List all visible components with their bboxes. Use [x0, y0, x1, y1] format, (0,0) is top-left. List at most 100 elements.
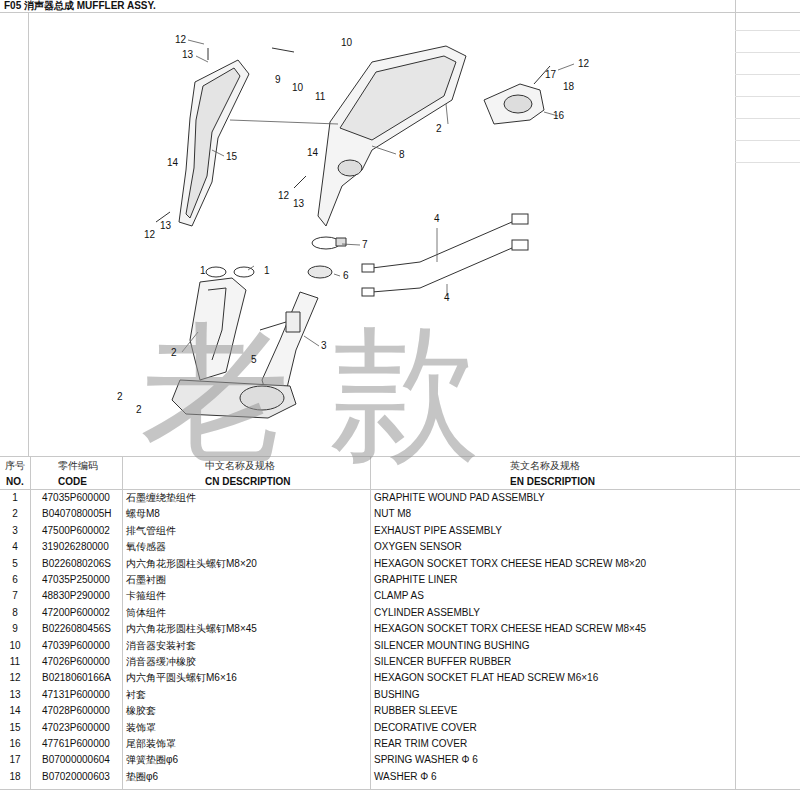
table-cell: 11 — [0, 657, 30, 667]
table-cell: 47035P600000 — [42, 493, 110, 503]
table-cell: REAR TRIM COVER — [374, 739, 467, 749]
table-cell: 内六角花形圆柱头螺钉M8×45 — [126, 624, 257, 634]
graphite-liner — [308, 266, 332, 278]
rear-trim-cover — [484, 84, 544, 124]
table-cell: 16 — [0, 739, 30, 749]
table-cell: 垫圈φ6 — [126, 772, 158, 782]
table-cell: EXHAUST PIPE ASSEMBLY — [374, 526, 502, 536]
table-cell: 47500P600002 — [42, 526, 110, 536]
callout-number: 2 — [436, 124, 442, 134]
table-cell: 2 — [0, 509, 30, 519]
table-cell: GRAPHITE LINER — [374, 575, 457, 585]
table-cell: B0226080206S — [42, 559, 111, 569]
callout-number: 4 — [444, 293, 450, 303]
table-cell: 4 — [0, 542, 30, 552]
table-cell: HEXAGON SOCKET FLAT HEAD SCREW M6×16 — [374, 673, 598, 683]
table-cell: 8 — [0, 608, 30, 618]
callout-number: 12 — [278, 191, 289, 201]
table-cell: 18 — [0, 772, 30, 782]
table-cell: GRAPHITE WOUND PAD ASSEMBLY — [374, 493, 545, 503]
callout-number: 13 — [160, 221, 171, 231]
page-title: F05 消声器总成 MUFFLER ASSY. — [4, 1, 156, 11]
callout-number: 4 — [434, 214, 440, 224]
callout-number: 2 — [136, 405, 142, 415]
table-cell: 石墨衬圈 — [126, 575, 166, 585]
table-cell: 7 — [0, 591, 30, 601]
table-cell: 47131P600000 — [42, 690, 110, 700]
table-header: NO. — [0, 477, 30, 487]
table-cell: BUSHING — [374, 690, 420, 700]
table-cell: SILENCER BUFFER RUBBER — [374, 657, 511, 667]
table-header: 序号 — [0, 461, 30, 471]
table-cell: HEXAGON SOCKET TORX CHEESE HEAD SCREW M8… — [374, 624, 646, 634]
table-header: EN DESCRIPTION — [510, 477, 595, 487]
callout-number: 13 — [182, 50, 193, 60]
table-cell: 尾部装饰罩 — [126, 739, 176, 749]
table-cell: 6 — [0, 575, 30, 585]
table-cell: 石墨缠绕垫组件 — [126, 493, 196, 503]
table-cell: 弹簧垫圈φ6 — [126, 755, 178, 765]
table-cell: SPRING WASHER Φ 6 — [374, 755, 478, 765]
table-cell: 螺母M8 — [126, 509, 160, 519]
table-cell: NUT M8 — [374, 509, 411, 519]
table-cell: 10 — [0, 641, 30, 651]
watermark: 老款 — [140, 318, 520, 468]
table-cell: B0218060166A — [42, 673, 111, 683]
table-cell: 17 — [0, 755, 30, 765]
table-cell: 13 — [0, 690, 30, 700]
table-cell: 消音器安装衬套 — [126, 641, 196, 651]
gasket — [206, 267, 226, 277]
table-cell: SILENCER MOUNTING BUSHING — [374, 641, 530, 651]
callout-number: 2 — [117, 392, 123, 402]
table-cell: 47026P600000 — [42, 657, 110, 667]
table-cell: 47035P250000 — [42, 575, 110, 585]
table-cell: B07000000604 — [42, 755, 110, 765]
table-cell: CYLINDER ASSEMBLY — [374, 608, 480, 618]
callout-number: 9 — [275, 75, 281, 85]
table-cell: 319026280000 — [42, 542, 109, 552]
table-cell: 氧传感器 — [126, 542, 166, 552]
callout-number: 15 — [226, 152, 237, 162]
callout-number: 5 — [251, 355, 257, 365]
table-cell: 47028P600000 — [42, 706, 110, 716]
callout-number: 14 — [167, 158, 178, 168]
callout-number: 14 — [307, 148, 318, 158]
table-cell: 48830P290000 — [42, 591, 110, 601]
table-cell: DECORATIVE COVER — [374, 723, 477, 733]
muffler-body — [318, 46, 466, 226]
table-cell: HEXAGON SOCKET TORX CHEESE HEAD SCREW M8… — [374, 559, 646, 569]
table-cell: OXYGEN SENSOR — [374, 542, 462, 552]
table-cell: RUBBER SLEEVE — [374, 706, 457, 716]
table-header: 零件编码 — [58, 461, 98, 471]
callout-number: 3 — [321, 341, 327, 351]
table-cell: B0226080456S — [42, 624, 111, 634]
table-header: CN DESCRIPTION — [205, 477, 291, 487]
callout-number: 12 — [144, 230, 155, 240]
leader-lines — [182, 40, 574, 352]
table-cell: 装饰罩 — [126, 723, 156, 733]
table-cell: 排气管组件 — [126, 526, 176, 536]
table-cell: 12 — [0, 673, 30, 683]
table-cell: 卡箍组件 — [126, 591, 166, 601]
callout-number: 13 — [293, 199, 304, 209]
callout-number: 2 — [171, 348, 177, 358]
callout-number: 8 — [399, 150, 405, 160]
heat-shield — [179, 60, 249, 226]
table-header: 中文名称及规格 — [205, 461, 275, 471]
table-cell: 衬套 — [126, 690, 146, 700]
callout-number: 18 — [563, 82, 574, 92]
callout-number: 17 — [545, 70, 556, 80]
table-cell: 1 — [0, 493, 30, 503]
table-cell: 14 — [0, 706, 30, 716]
callout-number: 7 — [362, 240, 368, 250]
table-cell: 47039P600000 — [42, 641, 110, 651]
table-cell: 橡胶套 — [126, 706, 156, 716]
callout-number: 12 — [578, 59, 589, 69]
callout-number: 6 — [343, 271, 349, 281]
table-cell: 内六角平圆头螺钉M6×16 — [126, 673, 237, 683]
table-cell: 3 — [0, 526, 30, 536]
callout-number: 10 — [341, 38, 352, 48]
callout-number: 16 — [553, 111, 564, 121]
table-cell: 消音器缓冲橡胶 — [126, 657, 196, 667]
callout-number: 11 — [315, 92, 325, 102]
